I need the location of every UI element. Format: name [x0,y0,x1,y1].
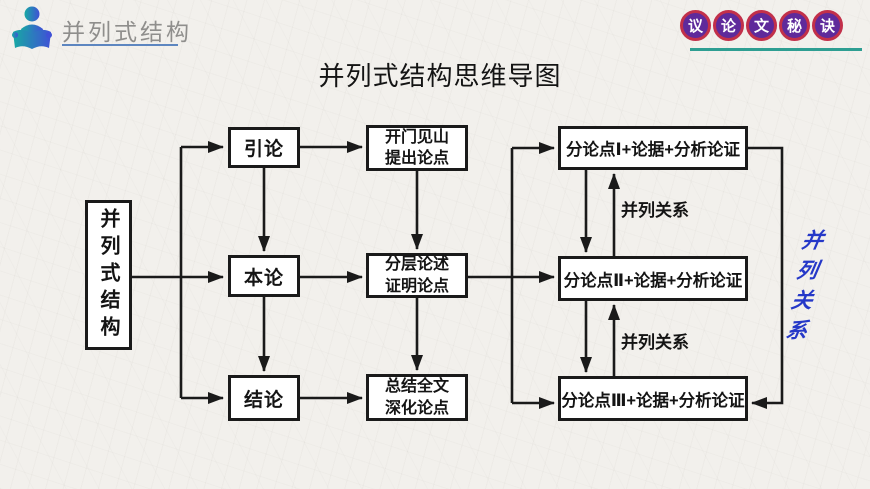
relation-label-2: 并列关系 [621,333,689,352]
badge-coin: 诀 [812,10,843,41]
slide-title: 并列式结构思维导图 [318,62,562,91]
topic-badge: 议 论 文 秘 诀 [680,10,843,41]
badge-coin: 秘 [779,10,810,41]
node-subpoint-2: 分论点Ⅱ+论据+分析论证 [558,256,748,301]
node-stage-intro: 引论 [228,127,300,168]
badge-coin: 议 [680,10,711,41]
node-subpoint-3: 分论点Ⅲ+论据+分析论证 [558,376,748,421]
detail-intro-line2: 提出论点 [384,150,449,167]
node-stage-body: 本论 [228,255,300,297]
node-detail-intro: 开门见山 提出论点 [366,125,468,171]
badge-coin: 论 [713,10,744,41]
detail-body-line2: 证明论点 [384,277,449,295]
node-detail-conclusion: 总结全文 深化论点 [366,374,468,421]
node-detail-body: 分层论述 证明论点 [366,253,468,298]
node-root-structure: 并列式结构 [85,200,132,350]
reading-person-icon [8,5,56,56]
node-stage-conclusion: 结论 [228,375,300,421]
relation-label-1: 并列关系 [621,201,689,220]
badge-coin: 文 [746,10,777,41]
section-header-title: 并列式结构 [62,20,192,45]
node-subpoint-1: 分论点Ⅰ+论据+分析论证 [558,126,748,170]
detail-conclusion-line1: 总结全文 [384,378,449,396]
badge-underline [690,48,862,51]
detail-body-line1: 分层论述 [384,256,449,274]
header-underline [62,44,178,46]
detail-conclusion-line2: 深化论点 [384,399,449,417]
detail-intro-line1: 开门见山 [384,128,449,146]
